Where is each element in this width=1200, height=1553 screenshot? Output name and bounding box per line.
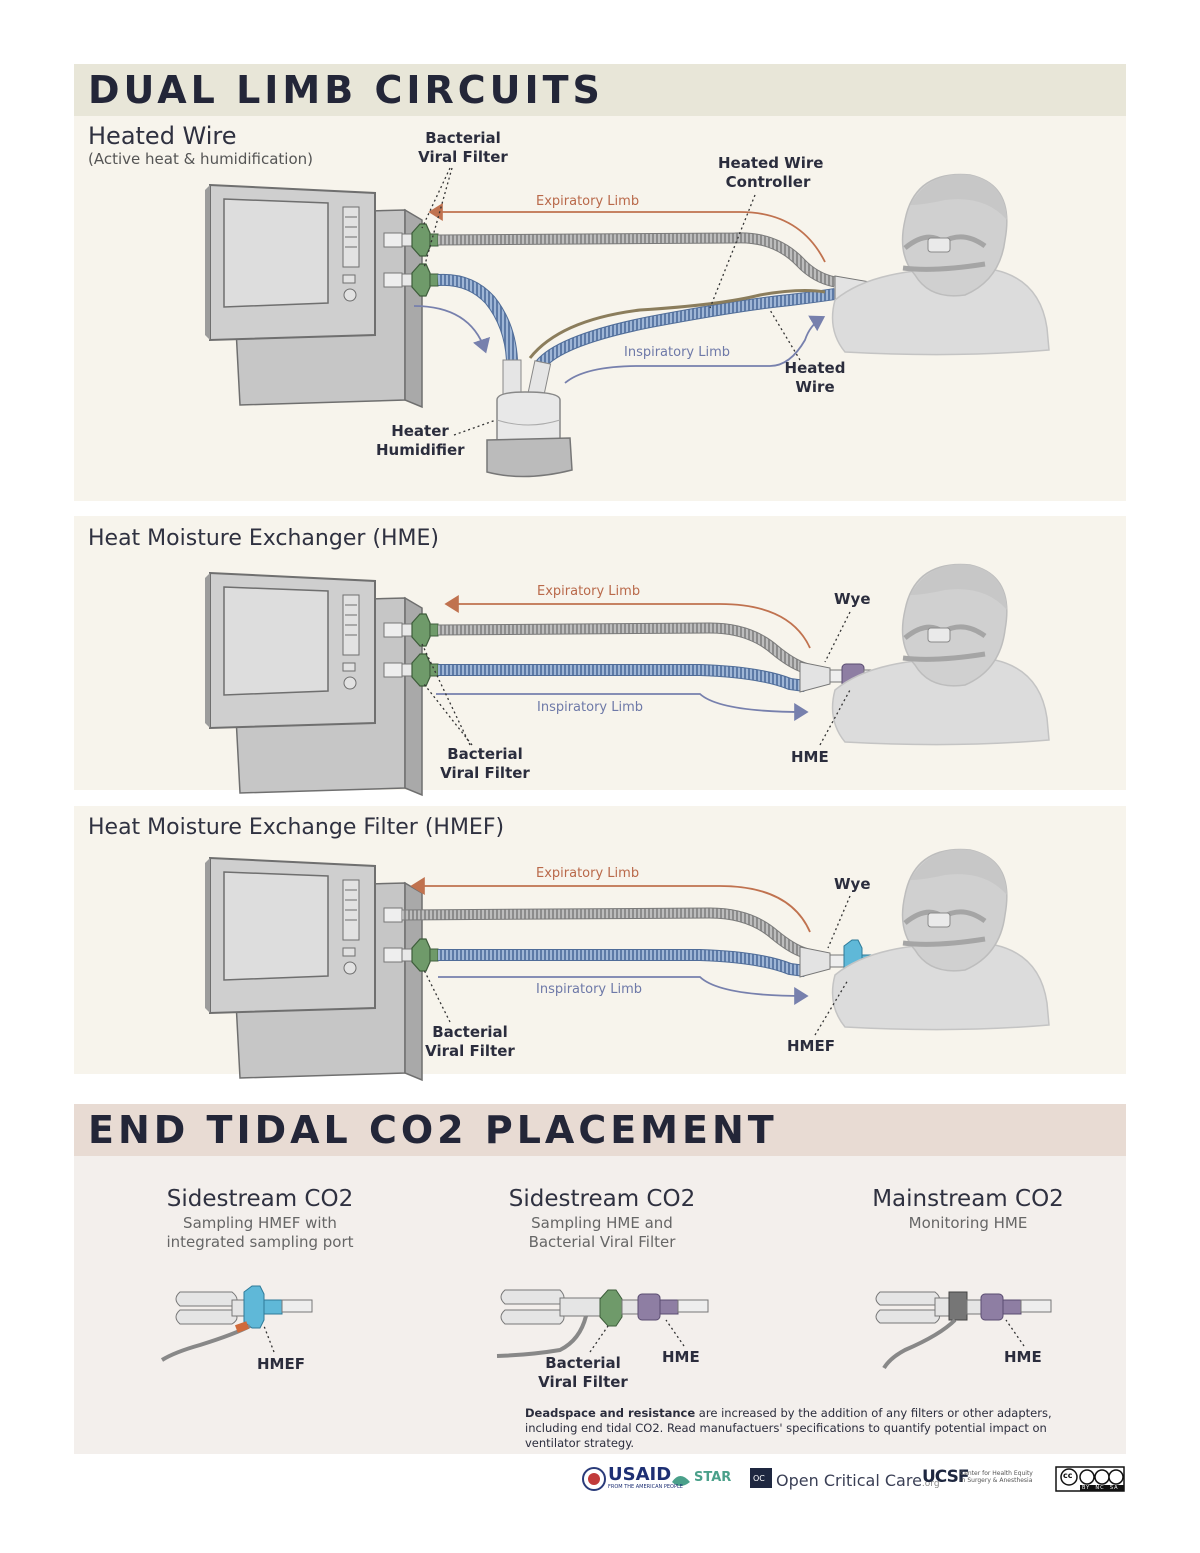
heated-wire-title: Heated Wire (88, 122, 237, 150)
etco2-item2-sub-line2: Bacterial Viral Filter (528, 1233, 676, 1251)
occ-badge: OC (753, 1474, 765, 1483)
hmef-filter-label: Bacterial Viral Filter (425, 1023, 515, 1061)
hme-hme-label: HME (791, 748, 829, 766)
hmef-wye-label: Wye (834, 875, 871, 893)
etco2-item2-sub-line1: Sampling HME and (531, 1214, 673, 1232)
heated-filter-label-line2: Viral Filter (418, 148, 508, 166)
hme-expiratory-limb-label: Expiratory Limb (537, 584, 641, 599)
etco2-item1-drawing (160, 1285, 313, 1362)
ucsf-text: UCSF (922, 1467, 969, 1487)
cc-sa: SA (1109, 1485, 1119, 1491)
usaid-logo[interactable]: USAID FROM THE AMERICAN PEOPLE (608, 1464, 683, 1491)
cc-terms: BY NC SA (1082, 1485, 1119, 1491)
hmef-inspiratory-limb-label: Inspiratory Limb (536, 982, 643, 997)
etco2-item2-drawing (496, 1289, 709, 1358)
hme-filter-label-line2: Viral Filter (440, 764, 530, 782)
etco2-item2-title: Sidestream CO2 (508, 1186, 696, 1212)
controller-label-line2: Controller (725, 173, 811, 191)
etco2-header: END TIDAL CO2 PLACEMENT (74, 1104, 1126, 1156)
humidifier-label-line1: Heater (391, 422, 449, 440)
etco2-item3-sub-line1: Monitoring HME (908, 1214, 1028, 1232)
usaid-text: USAID (608, 1464, 672, 1485)
hme-wye-label: Wye (834, 590, 871, 608)
heater-humidifier-label: Heater Humidifier (376, 422, 465, 460)
etco2-item2-filter-label: Bacterial Viral Filter (538, 1354, 628, 1392)
heated-filter-label-line1: Bacterial (425, 129, 501, 147)
hme-filter-label-line1: Bacterial (447, 745, 523, 763)
deadspace-note-bold: Deadspace and resistance (525, 1406, 696, 1420)
etco2-item2-label: HME (662, 1348, 700, 1366)
etco2-item3-subtitle: Monitoring HME (818, 1214, 1118, 1233)
etco2-item1-label: HMEF (257, 1355, 305, 1373)
etco2-item2-filter-line1: Bacterial (545, 1354, 621, 1372)
heated-filter-label: Bacterial Viral Filter (418, 129, 508, 167)
dual-limb-title: DUAL LIMB CIRCUITS (88, 68, 604, 112)
heated-wire-label-line1: Heated (784, 359, 846, 377)
hme-title: Heat Moisture Exchanger (HME) (88, 526, 439, 551)
etco2-item3-title: Mainstream CO2 (872, 1186, 1064, 1212)
cc-license-badge[interactable]: cc (1063, 1471, 1072, 1480)
heated-wire-label: Heated Wire (776, 359, 854, 397)
hme-inspiratory-limb-label: Inspiratory Limb (537, 700, 644, 715)
hmef-filter-label-line1: Bacterial (432, 1023, 508, 1041)
cc-nc: NC (1095, 1485, 1105, 1491)
etco2-item2-filter-line2: Viral Filter (538, 1373, 628, 1391)
etco2-item1-title: Sidestream CO2 (166, 1186, 354, 1212)
dual-limb-header: DUAL LIMB CIRCUITS (74, 64, 1126, 116)
heated-inspiratory-limb-label: Inspiratory Limb (624, 345, 731, 360)
occ-text: Open Critical Care (776, 1471, 922, 1490)
deadspace-note: Deadspace and resistance are increased b… (525, 1406, 1085, 1451)
ucsf-logo[interactable]: UCSF (922, 1467, 969, 1487)
hmef-title: Heat Moisture Exchange Filter (HMEF) (88, 815, 505, 840)
etco2-item2-subtitle: Sampling HME and Bacterial Viral Filter (452, 1214, 752, 1252)
etco2-item1-subtitle: Sampling HMEF with integrated sampling p… (110, 1214, 410, 1252)
hmef-filter-label-line2: Viral Filter (425, 1042, 515, 1060)
ucsf-sub-line1: Center for Health Equity (960, 1470, 1033, 1477)
deadspace-note-text: are increased by the addition of any fil… (525, 1406, 1052, 1450)
open-critical-care-logo[interactable]: Open Critical Care.org (776, 1471, 940, 1490)
star-logo[interactable]: STAR (694, 1470, 732, 1485)
usaid-subtext: FROM THE AMERICAN PEOPLE (608, 1484, 683, 1490)
hmef-expiratory-limb-label: Expiratory Limb (536, 866, 640, 881)
cc-by: BY (1082, 1485, 1091, 1491)
hmef-hmef-label: HMEF (787, 1037, 835, 1055)
heated-wire-label-line2: Wire (795, 378, 835, 396)
controller-label-line1: Heated Wire (718, 154, 824, 172)
ucsf-sub-line2: in Surgery & Anesthesia (960, 1477, 1033, 1484)
etco2-item1-sub-line2: integrated sampling port (166, 1233, 354, 1251)
heated-wire-controller-label: Heated Wire Controller (718, 154, 824, 192)
heated-wire-subtitle: (Active heat & humidification) (88, 150, 314, 168)
etco2-item3-drawing (875, 1291, 1052, 1370)
cc-text: cc (1063, 1471, 1073, 1480)
etco2-item1-sub-line1: Sampling HMEF with (183, 1214, 337, 1232)
occ-suffix: .org (921, 1479, 940, 1489)
heated-expiratory-limb-label: Expiratory Limb (536, 194, 640, 209)
humidifier-label-line2: Humidifier (376, 441, 465, 459)
etco2-title: END TIDAL CO2 PLACEMENT (88, 1108, 778, 1152)
ucsf-subtext: Center for Health Equity in Surgery & An… (960, 1470, 1033, 1484)
hme-filter-label: Bacterial Viral Filter (440, 745, 530, 783)
etco2-item3-label: HME (1004, 1348, 1042, 1366)
